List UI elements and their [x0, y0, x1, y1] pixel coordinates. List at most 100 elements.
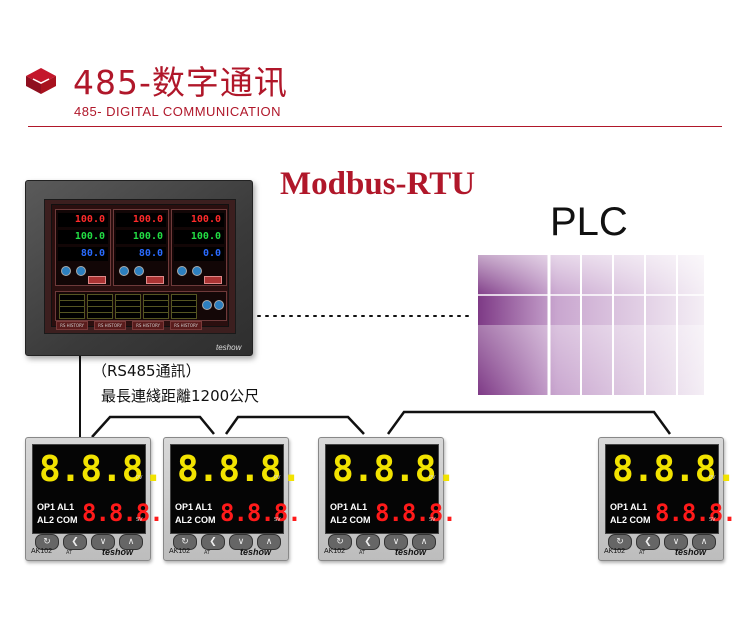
down-key-icon[interactable]: ∨: [91, 534, 115, 550]
hmi-set-button[interactable]: [88, 276, 106, 284]
hmi-table-cell: [87, 312, 113, 319]
hmi-knob-icon[interactable]: [177, 266, 187, 276]
hmi-value: 0.0: [202, 248, 221, 259]
hmi-value-row: 100.0: [116, 230, 166, 244]
hmi-panel: 100.0 100.0 80.0: [55, 209, 111, 286]
hmi-value-row: 100.0: [58, 213, 108, 227]
hmi-knob-icon[interactable]: [134, 266, 144, 276]
hmi-value-row: 100.0: [116, 213, 166, 227]
shift-key-icon[interactable]: ❮: [356, 534, 380, 550]
pv-display: 8.8.8.: [39, 449, 164, 490]
model-label: AK102: [324, 548, 346, 555]
pv-tag: PV: [709, 475, 716, 481]
hmi-knob-icon[interactable]: [61, 266, 71, 276]
cycle-key-icon[interactable]: ↻: [328, 534, 352, 550]
cycle-key-icon[interactable]: ↻: [173, 534, 197, 550]
pv-tag: PV: [136, 475, 143, 481]
up-key-icon[interactable]: ∧: [257, 534, 281, 550]
indicator-labels-row1: OP1 AL1: [37, 502, 75, 512]
hmi-tab[interactable]: RS HISTORY: [56, 321, 88, 330]
hmi-value-row: 0.0: [174, 247, 224, 261]
header-divider: [28, 126, 722, 127]
hmi-set-button[interactable]: [146, 276, 164, 284]
hmi-table-cell: [171, 312, 197, 319]
cycle-key-icon[interactable]: ↻: [608, 534, 632, 550]
hmi-table-cell: [59, 312, 85, 319]
hmi-value: 100.0: [74, 214, 105, 225]
hmi-value: 80.0: [80, 248, 105, 259]
hmi-panel: 100.0 100.0 0.0: [171, 209, 227, 286]
sv-display: 8.8.8.: [82, 499, 164, 527]
cube-logo-icon: [24, 66, 58, 100]
hmi-knob-icon[interactable]: [192, 266, 202, 276]
hmi-value: 100.0: [74, 231, 105, 242]
at-label: AT: [359, 550, 366, 556]
down-key-icon[interactable]: ∨: [384, 534, 408, 550]
hmi-tab[interactable]: RS HISTORY: [94, 321, 126, 330]
indicator-labels-row1: OP1 AL1: [610, 502, 648, 512]
model-label: AK102: [169, 548, 191, 555]
hmi-knob-icon[interactable]: [119, 266, 129, 276]
up-key-icon[interactable]: ∧: [692, 534, 716, 550]
hmi-value-row: 100.0: [174, 230, 224, 244]
hmi-value: 100.0: [132, 214, 163, 225]
sv-tag: SV: [709, 517, 716, 523]
pv-display: 8.8.8.: [332, 449, 457, 490]
cycle-key-icon[interactable]: ↻: [35, 534, 59, 550]
hmi-value-row: 100.0: [58, 230, 108, 244]
sv-display: 8.8.8.: [220, 499, 302, 527]
hmi-brand: teshow: [216, 343, 242, 352]
hmi-tab[interactable]: RS HISTORY: [132, 321, 164, 330]
down-key-icon[interactable]: ∨: [229, 534, 253, 550]
sv-tag: SV: [274, 517, 281, 523]
shift-key-icon[interactable]: ❮: [201, 534, 225, 550]
hmi-knob-icon[interactable]: [202, 300, 212, 310]
rs485-label: （RS485通訊）: [92, 362, 201, 380]
at-label: AT: [66, 550, 73, 556]
page-subtitle: 485- DIGITAL COMMUNICATION: [74, 104, 282, 119]
shift-key-icon[interactable]: ❮: [63, 534, 87, 550]
max-distance-label: 最長連綫距離1200公尺: [101, 387, 260, 405]
down-key-icon[interactable]: ∨: [664, 534, 688, 550]
hmi-value: 100.0: [132, 231, 163, 242]
indicator-labels-row2: AL2 COM: [330, 515, 371, 525]
shift-key-icon[interactable]: ❮: [636, 534, 660, 550]
hmi-value: 100.0: [190, 214, 221, 225]
brand-label: teshow: [675, 547, 707, 557]
plc-graphic: [478, 255, 704, 399]
indicator-labels-row2: AL2 COM: [37, 515, 78, 525]
pv-tag: PV: [429, 475, 436, 481]
hmi-set-button[interactable]: [204, 276, 222, 284]
at-label: AT: [639, 550, 646, 556]
hmi-value-row: 100.0: [174, 213, 224, 227]
indicator-labels-row2: AL2 COM: [175, 515, 216, 525]
page-title: 485-数字通讯: [73, 63, 288, 102]
sv-display: 8.8.8.: [655, 499, 737, 527]
hmi-table-cell: [143, 312, 169, 319]
sv-tag: SV: [429, 517, 436, 523]
controller-keypad: ↻❮∨∧: [605, 534, 717, 550]
hmi-table-cell: [115, 312, 141, 319]
model-label: AK102: [31, 548, 53, 555]
up-key-icon[interactable]: ∧: [412, 534, 436, 550]
sv-display: 8.8.8.: [375, 499, 457, 527]
model-label: AK102: [604, 548, 626, 555]
hmi-tab[interactable]: RS HISTORY: [170, 321, 202, 330]
controller-keypad: ↻❮∨∧: [170, 534, 282, 550]
plc-label: PLC: [550, 200, 628, 244]
pv-display: 8.8.8.: [177, 449, 302, 490]
hmi-knob-icon[interactable]: [214, 300, 224, 310]
hmi-knob-icon[interactable]: [76, 266, 86, 276]
up-key-icon[interactable]: ∧: [119, 534, 143, 550]
brand-label: teshow: [395, 547, 427, 557]
hmi-lower-table: [55, 291, 227, 321]
